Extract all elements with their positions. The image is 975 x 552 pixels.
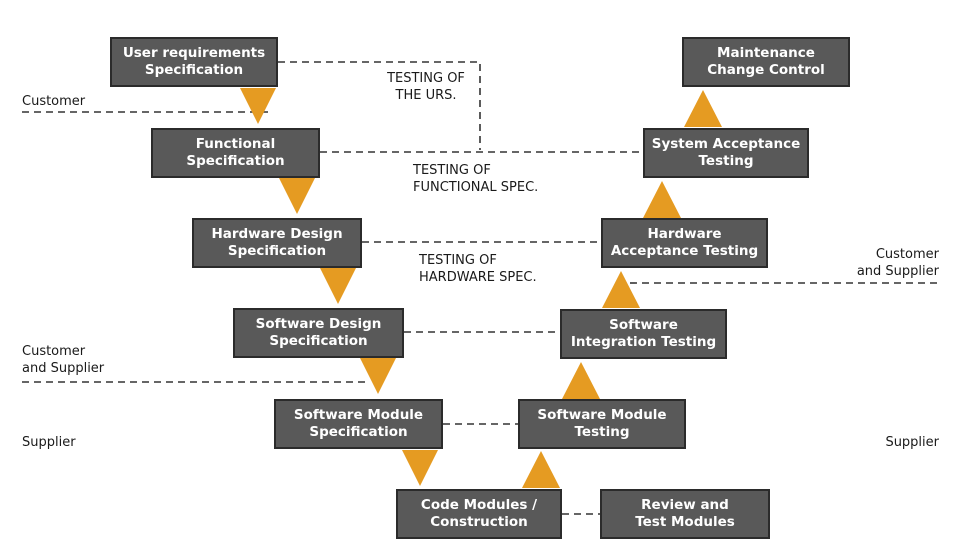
urs-box: User requirements Specification — [110, 37, 278, 87]
sw-module-spec-line-1: Software Module — [293, 407, 424, 423]
sw-module-testing-line-2: Testing — [574, 424, 630, 440]
customer-supplier-label-right: Customer and Supplier — [856, 247, 939, 279]
functional-line-1: Functional — [195, 136, 276, 152]
code-modules-line-1: Code Modules / — [420, 497, 538, 513]
arrow-down-2 — [279, 178, 315, 214]
testing-functional-label: TESTING OF FUNCTIONAL SPEC. — [413, 163, 539, 195]
sw-design-line-1: Software Design — [255, 316, 382, 332]
hardware-design-box: Hardware Design Specification — [192, 218, 362, 268]
hw-design-line-2: Specification — [227, 243, 327, 259]
software-module-spec-box: Software Module Specification — [274, 399, 443, 449]
maintenance-box: Maintenance Change Control — [682, 37, 850, 87]
hardware-acceptance-box: Hardware Acceptance Testing — [601, 218, 768, 268]
arrow-down-5 — [402, 450, 438, 486]
review-line-2: Test Modules — [635, 514, 735, 530]
arrow-down-1 — [240, 88, 276, 124]
maintenance-line-2: Change Control — [707, 62, 825, 78]
sw-integration-line-1: Software — [609, 317, 678, 333]
functional-line-2: Specification — [186, 153, 285, 169]
maintenance-line-1: Maintenance — [717, 45, 815, 61]
software-module-testing-box: Software Module Testing — [518, 399, 686, 449]
arrow-up-3 — [602, 271, 640, 308]
arrow-up-5 — [684, 90, 722, 127]
software-integration-box: Software Integration Testing — [560, 309, 727, 359]
arrow-up-1 — [522, 451, 560, 488]
sw-module-spec-line-2: Specification — [309, 424, 408, 440]
supplier-label-right: Supplier — [885, 435, 939, 450]
testing-hardware-label: TESTING OF HARDWARE SPEC. — [419, 253, 537, 285]
sw-integration-line-2: Integration Testing — [570, 334, 717, 350]
testing-urs-label: TESTING OF THE URS. — [387, 71, 465, 103]
arrow-up-2 — [562, 362, 600, 399]
system-acceptance-box: System Acceptance Testing — [643, 128, 809, 178]
customer-label-left: Customer — [22, 94, 86, 109]
review-line-1: Review and — [641, 497, 729, 513]
hw-acceptance-line-2: Acceptance Testing — [610, 243, 759, 259]
sys-acceptance-line-1: System Acceptance — [651, 136, 801, 152]
sw-design-line-2: Specification — [269, 333, 368, 349]
urs-line-1: User requirements — [122, 45, 266, 61]
arrow-down-4 — [360, 358, 396, 394]
sys-acceptance-line-2: Testing — [698, 153, 754, 169]
supplier-label-left: Supplier — [22, 435, 76, 450]
functional-spec-box: Functional Specification — [151, 128, 320, 178]
code-modules-line-2: Construction — [430, 514, 528, 530]
hw-acceptance-line-1: Hardware — [647, 226, 722, 242]
hw-design-line-1: Hardware Design — [211, 226, 343, 242]
sw-module-testing-line-1: Software Module — [537, 407, 667, 423]
arrow-down-3 — [320, 268, 356, 304]
customer-supplier-label-left: Customer and Supplier — [22, 344, 105, 376]
software-design-box: Software Design Specification — [233, 308, 404, 358]
review-test-modules-box: Review and Test Modules — [600, 489, 770, 539]
code-modules-box: Code Modules / Construction — [396, 489, 562, 539]
urs-line-2: Specification — [144, 62, 244, 78]
arrow-up-4 — [643, 181, 681, 218]
